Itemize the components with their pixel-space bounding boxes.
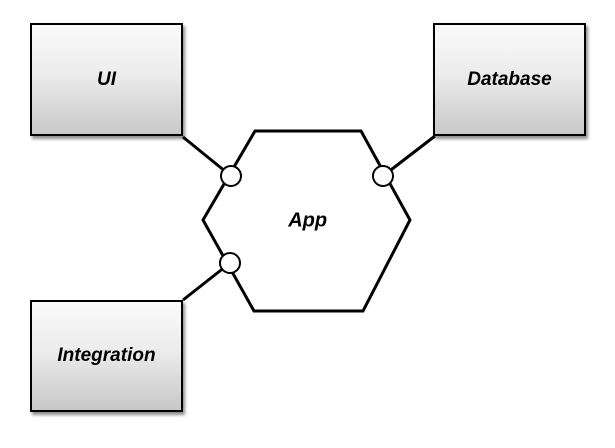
node-ui[interactable]: UI	[30, 23, 183, 136]
node-database-label: Database	[467, 68, 552, 90]
node-database[interactable]: Database	[433, 23, 586, 136]
node-integration-label: Integration	[57, 345, 156, 366]
port-integration-app[interactable]	[219, 252, 241, 274]
port-database-app[interactable]	[372, 165, 394, 187]
node-app-label: App	[288, 209, 328, 232]
port-ui-app[interactable]	[220, 165, 242, 187]
node-ui-label: UI	[97, 68, 116, 90]
node-integration[interactable]: Integration	[30, 300, 183, 412]
node-app-shape[interactable]	[201, 129, 412, 313]
